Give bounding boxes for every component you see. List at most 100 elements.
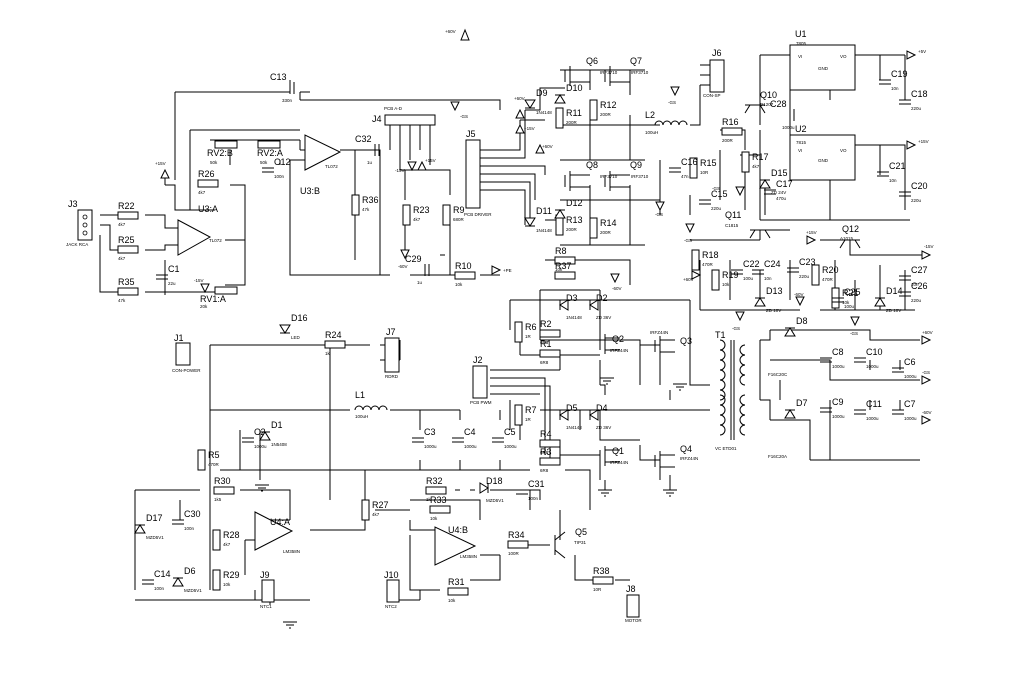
capacitor-ref: C7 (904, 399, 916, 409)
capacitors: C122uC21000uC31000uC41000uC51000uC61000u… (142, 69, 928, 591)
resistor-ref: R20 (822, 265, 839, 275)
transformer-ref: T1 (715, 330, 726, 340)
regulator-u1 (789, 44, 856, 91)
resistor-value: 1k5 (214, 497, 222, 502)
transistor-ref: Q2 (612, 334, 624, 344)
resistor-ref: R2 (540, 319, 552, 329)
capacitor-ref: C20 (911, 181, 928, 191)
rail-label: +15V (918, 139, 929, 144)
opamp-u3b (304, 134, 342, 171)
capacitor-value: 1u (367, 160, 373, 165)
pot-value: 20k (200, 304, 208, 309)
resistor-ref: R37 (555, 261, 572, 271)
ntc1-connector (261, 579, 275, 603)
diode-d12: D12 (554, 198, 583, 219)
capacitor-value: 220u (911, 198, 922, 203)
transformer-part: VC ETD01 (715, 446, 737, 451)
diode-ref: D14 (886, 286, 903, 296)
diode-ref: D12 (566, 198, 583, 208)
resistor-value: 10k (430, 516, 438, 521)
resistor-value: 10k (455, 282, 463, 287)
ground-symbols (255, 377, 687, 629)
capacitor-value: 1000u (254, 444, 267, 449)
rail-label: -60V (794, 292, 804, 297)
connector-ref: J3 (68, 199, 78, 209)
diode-value: 1N4148 (566, 315, 582, 320)
diode-value: 1N5408 (271, 442, 287, 447)
svg-text:VI: VI (798, 54, 802, 59)
connector-ref: J1 (174, 333, 184, 343)
rail-label: -15V (924, 244, 934, 249)
pot-value: 50k (260, 160, 268, 165)
capacitor-value: 1000u (904, 416, 917, 421)
capacitor-value: 100n (528, 496, 539, 501)
transformer-primary-upper (719, 339, 726, 401)
transistor-ref: Q9 (630, 160, 642, 170)
capacitor-ref: C19 (891, 69, 908, 79)
connector-ref: J8 (626, 584, 636, 594)
resistor-value: 1R (525, 417, 532, 422)
resistor-ref: R8 (555, 246, 567, 256)
transistor-part: IRFZ44N (650, 330, 668, 335)
capacitor-ref: C27 (911, 265, 928, 275)
pot-ref: RV1:A (200, 294, 226, 304)
resistor-value: 470R (702, 262, 714, 267)
regulator-ref: U2 (795, 124, 807, 134)
pcb-pwm-connector (472, 365, 488, 399)
rail-label: +15V (155, 161, 166, 166)
rail-label: -GS (684, 238, 692, 243)
resistor-value: 1k (426, 497, 432, 502)
transistor-part: D1207 (760, 102, 774, 107)
diode-value: ZD 24V (771, 190, 786, 195)
connectors: J3 JACK RCA J4 PCB A-D J5 PCB DRIVER J6 … (66, 48, 725, 623)
ntc2-connector (386, 579, 400, 603)
resistor-value: 10R (700, 170, 709, 175)
transistor-part: TIP31 (574, 540, 587, 545)
inductor-l2 (654, 120, 688, 126)
resistor-value: 47k (118, 298, 126, 303)
transistor-part: C1815 (725, 223, 739, 228)
transistor-ref: Q5 (575, 527, 587, 537)
pot-ref: RV2:A (257, 148, 283, 158)
connector-name: NTC2 (385, 604, 397, 609)
regulator-u2 (789, 134, 856, 181)
resistor-ref: R18 (702, 250, 719, 260)
resistor-ref: R19 (722, 270, 739, 280)
rail-label: +15V (806, 230, 817, 235)
diode-ref: D7 (796, 398, 808, 408)
transistor-part: IRF3710 (600, 174, 618, 179)
capacitor-value: 10n (891, 86, 899, 91)
connector-name: JACK RCA (66, 242, 88, 247)
opamp-ref: U3:B (300, 186, 320, 196)
rail-label: -GS (712, 186, 720, 191)
resistor-ref: R23 (413, 205, 430, 215)
diode-value: MZD5V1 (486, 498, 504, 503)
rail-label: +60V (922, 330, 933, 335)
diode-value: MZD5V1 (184, 588, 202, 593)
